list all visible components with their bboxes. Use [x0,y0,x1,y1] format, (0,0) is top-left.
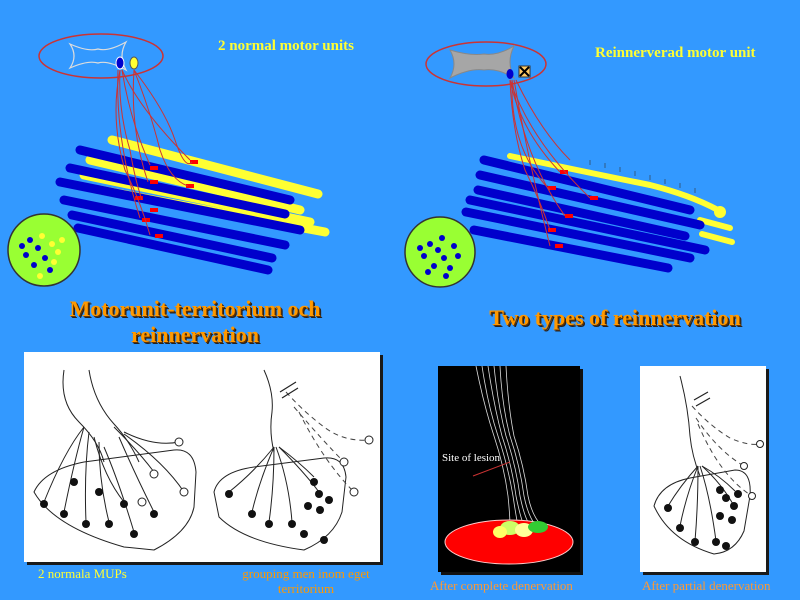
reinnervated-motor-unit-diagram [404,41,735,288]
yellow-fiber-stubs [697,217,735,245]
normal-motor-units-diagram [7,33,330,287]
spinal-cord-oval [38,33,164,79]
normal-mups-panel [24,352,380,562]
title-motor-unit-territory: Motorunit-territorium och reinnervation [69,296,321,347]
spinal-cord-grey-matter [448,44,516,80]
complete-denervation-caption: After complete denervation [430,578,573,593]
grouping-caption: grouping men inom eget territorium [242,566,370,596]
normal-motor-units-label: 2 normal motor units [218,38,354,54]
dead-neuron-cross [519,66,530,77]
motor-neuron-yellow [129,56,139,70]
partial-denervation-caption: After partial denervation [642,578,771,593]
partial-denervation-drawing [653,375,764,555]
normal-mups-drawing [33,369,374,551]
axons [509,79,591,247]
axons [115,69,193,236]
blue-muscle-fibers [55,145,305,275]
title-two-types-reinnervation: Two types of reinnervation [489,305,741,330]
fiber-end-blob [714,206,726,218]
cross-section-circle [7,213,81,287]
yellow-muscle-fibers [79,135,330,237]
normal-mups-caption: 2 normala MUPs [38,566,127,581]
endplates [548,170,598,248]
partial-denervation-panel [640,366,766,572]
degenerated-yellow-fiber [507,153,721,213]
spinal-cord-grey-matter [68,40,128,72]
reinnervated-motor-unit-label: Reinnerverad motor unit [595,45,756,61]
cross-section-dots [19,233,65,279]
site-of-lesion-label: Site of lesion [442,452,501,464]
spinal-cord-oval [425,41,547,87]
motor-neuron-blue [506,69,514,79]
yellow-fiber-fragments [589,160,696,193]
endplates [135,160,198,238]
complete-denervation-drawing [444,365,574,565]
cross-section-dots [417,235,461,279]
motor-neuron-blue [115,56,125,70]
complete-denervation-panel: Site of lesion [438,365,580,572]
blue-muscle-fibers [461,155,710,273]
